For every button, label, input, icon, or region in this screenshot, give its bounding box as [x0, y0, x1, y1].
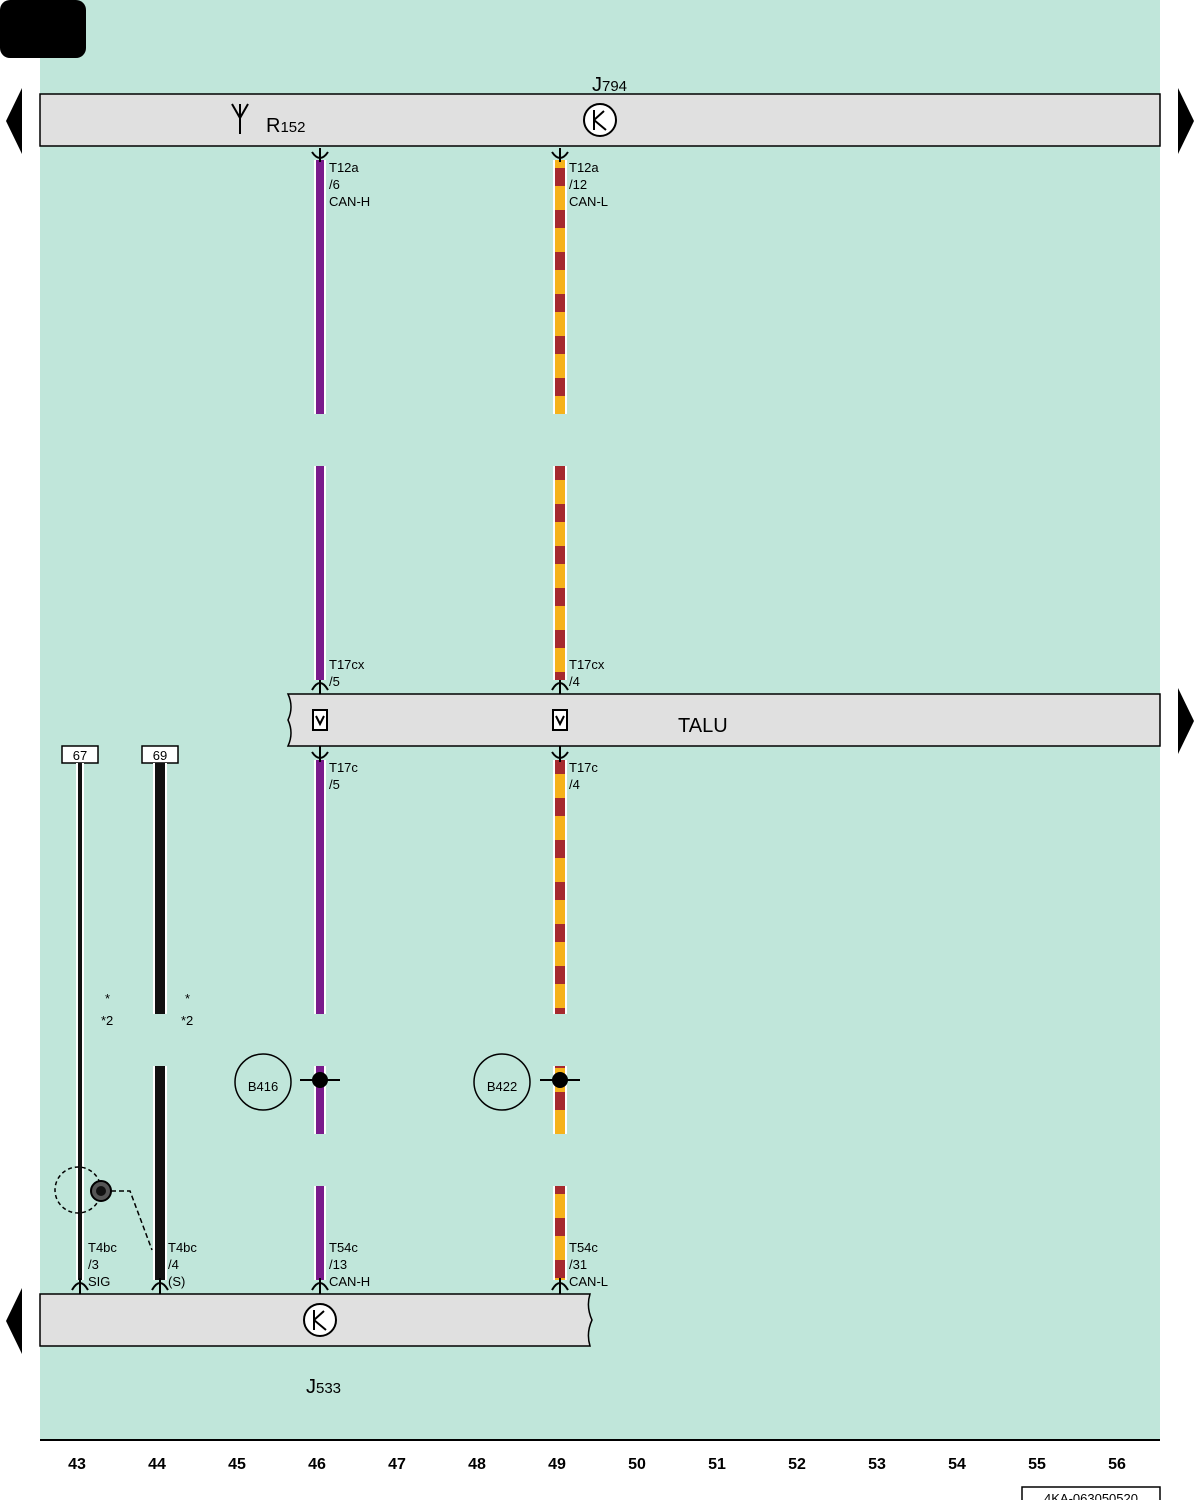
- talu-component-bar: [286, 693, 1161, 747]
- j794-label: J794: [592, 74, 627, 96]
- connector-t54c-13: T54c /13 CAN-H: [329, 1240, 370, 1289]
- antenna-icon: [231, 103, 249, 134]
- grid-number-49: 49: [548, 1456, 566, 1473]
- grid-number-50: 50: [628, 1456, 646, 1473]
- note-col-43: * *2: [101, 991, 114, 1028]
- grid-number-46: 46: [308, 1456, 326, 1473]
- arrow-right-mid-icon[interactable]: [1178, 688, 1194, 754]
- grid-number-43: 43: [68, 1456, 86, 1473]
- ref-69-label: 69: [153, 748, 167, 763]
- splice-b416-label: B416: [248, 1079, 278, 1094]
- wire-col-44: [153, 763, 167, 1280]
- connector-t17c-5: T17c /5: [329, 760, 362, 792]
- connector-t4bc-4: T4bc /4 (S): [168, 1240, 201, 1289]
- j533-label: J533: [306, 1376, 341, 1398]
- connector-t17c-4: T17c /4: [569, 760, 602, 792]
- grid-number-45: 45: [228, 1456, 246, 1473]
- arrow-left-bottom-icon[interactable]: [6, 1288, 22, 1354]
- splice-b416[interactable]: [234, 1053, 340, 1111]
- splice-b422[interactable]: [473, 1053, 580, 1111]
- grid-number-52: 52: [788, 1456, 806, 1473]
- connector-marks-bottom: [71, 1278, 569, 1294]
- shield-icon: [54, 1166, 153, 1251]
- doc-code-box: [1021, 1486, 1161, 1500]
- control-unit-icon: [583, 103, 617, 137]
- grid-number-56: 56: [1108, 1456, 1126, 1473]
- ref-67-label: 67: [73, 748, 87, 763]
- connector-t12a-6: T12a /6 CAN-H: [329, 160, 370, 209]
- grid-number-53: 53: [868, 1456, 886, 1473]
- grid-number-44: 44: [148, 1456, 166, 1473]
- note-col-44: * *2: [181, 991, 194, 1028]
- connector-t54c-31: T54c /31 CAN-L: [569, 1240, 608, 1289]
- connector-t4bc-3: T4bc /3 SIG: [88, 1240, 121, 1289]
- grid-number-51: 51: [708, 1456, 726, 1473]
- can-l-wire: [553, 160, 567, 1280]
- grid-number-48: 48: [468, 1456, 486, 1473]
- arrow-left-top-icon[interactable]: [6, 88, 22, 154]
- connector-t17cx-5: T17cx /5: [329, 657, 368, 689]
- connector-marks-top: [311, 148, 569, 162]
- splice-b422-label: B422: [487, 1079, 517, 1094]
- connector-t17cx-4: T17cx /4: [569, 657, 608, 689]
- can-h-wire: [314, 160, 326, 1280]
- doc-code: 4KA-063050520: [1044, 1491, 1138, 1500]
- grid-number-47: 47: [388, 1456, 406, 1473]
- grid-number-55: 55: [1028, 1456, 1046, 1473]
- connector-marks-talu: [311, 680, 569, 762]
- arrow-right-top-icon[interactable]: [1178, 88, 1194, 154]
- control-unit-icon: [303, 1303, 337, 1337]
- wire-col-43: [76, 763, 84, 1280]
- talu-label: TALU: [678, 715, 728, 737]
- connector-t12a-12: T12a /12 CAN-L: [569, 160, 608, 209]
- r152-label: R152: [266, 115, 305, 137]
- grid-numbers: 43 44 45 46 47 48 49 50 51 52 53 54 55 56: [68, 1456, 1126, 1473]
- corner-tab: [0, 0, 86, 58]
- grid-number-54: 54: [948, 1456, 966, 1473]
